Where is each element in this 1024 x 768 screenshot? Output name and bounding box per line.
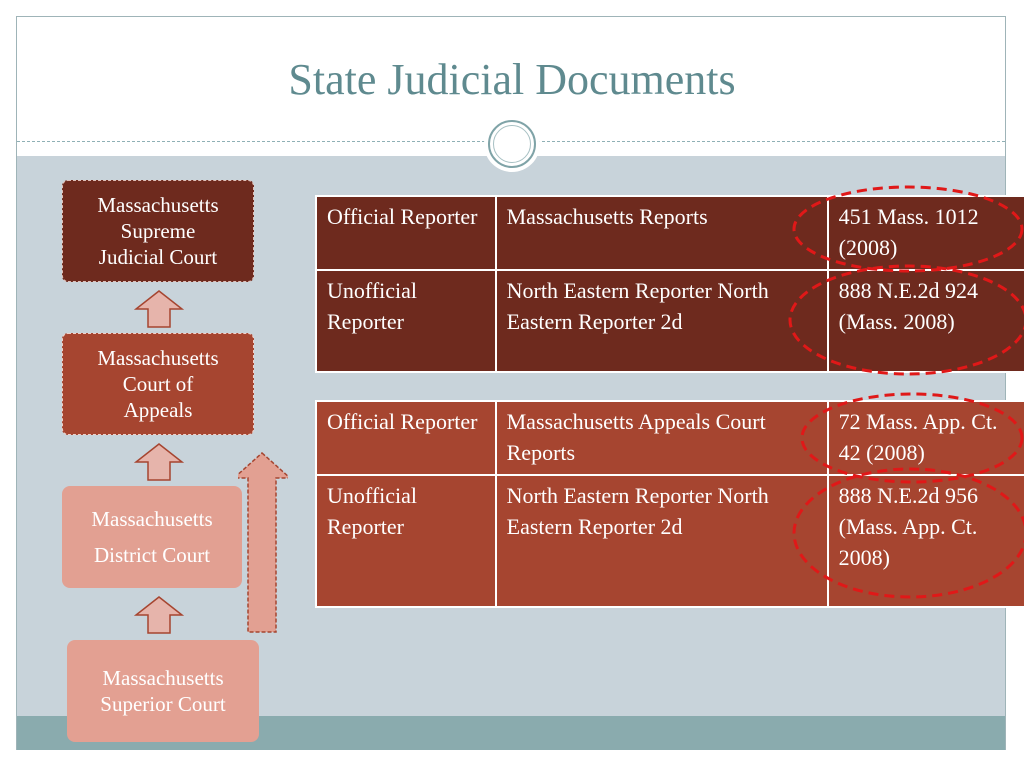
up-arrow-icon (134, 596, 184, 634)
court-supreme-judicial: Massachusetts Supreme Judicial Court (62, 180, 254, 282)
reporter-name-cell: North Eastern Reporter North Eastern Rep… (494, 474, 829, 608)
reporter-type-cell: Official Reporter (315, 400, 497, 476)
court-label-line: District Court (93, 543, 211, 567)
court-label-line: Massachusetts (91, 507, 213, 531)
circle-ornament-icon (484, 116, 540, 172)
up-arrow-icon (134, 443, 184, 481)
court-superior-label: Massachusetts Superior Court (100, 665, 225, 717)
court-label-line: Supreme (120, 219, 196, 243)
reporter-type-cell: Official Reporter (315, 195, 497, 271)
reporter-type-cell: Unofficial Reporter (315, 269, 497, 373)
court-district: Massachusetts District Court (62, 486, 242, 588)
citation-cell: 888 N.E.2d 956 (Mass. App. Ct. 2008) (826, 474, 1024, 608)
court-label-line: Judicial Court (98, 245, 218, 269)
court-label-line: Massachusetts (97, 346, 219, 370)
court-district-label: Massachusetts District Court (91, 501, 212, 573)
table-row: Official Reporter Massachusetts Appeals … (315, 400, 1024, 476)
court-of-appeals-label: Massachusetts Court of Appeals (97, 345, 218, 423)
ornament-inner-ring (493, 125, 531, 163)
ornament-outer-ring (488, 120, 536, 168)
citation-cell: 72 Mass. App. Ct. 42 (2008) (826, 400, 1024, 476)
sjc-reporter-table: Official Reporter Massachusetts Reports … (315, 195, 1024, 373)
reporter-name-cell: Massachusetts Appeals Court Reports (494, 400, 829, 476)
court-label-line: Massachusetts (97, 193, 219, 217)
citation-cell: 451 Mass. 1012 (2008) (826, 195, 1024, 271)
court-supreme-judicial-label: Massachusetts Supreme Judicial Court (97, 192, 218, 270)
reporter-name-cell: North Eastern Reporter North Eastern Rep… (494, 269, 829, 373)
court-of-appeals: Massachusetts Court of Appeals (62, 333, 254, 435)
court-superior: Massachusetts Superior Court (67, 640, 259, 742)
reporter-name-cell: Massachusetts Reports (494, 195, 829, 271)
up-arrow-icon (134, 290, 184, 328)
big-up-arrow-icon (238, 452, 288, 633)
citation-cell: 888 N.E.2d 924 (Mass. 2008) (826, 269, 1024, 373)
table-row: Official Reporter Massachusetts Reports … (315, 195, 1024, 271)
court-label-line: Massachusetts (102, 666, 224, 690)
court-label-line: Appeals (123, 398, 193, 422)
court-label-line: Superior Court (100, 692, 226, 716)
table-row: Unofficial Reporter North Eastern Report… (315, 269, 1024, 373)
appeals-reporter-table: Official Reporter Massachusetts Appeals … (315, 400, 1024, 608)
court-label-line: Court of (122, 372, 194, 396)
table-row: Unofficial Reporter North Eastern Report… (315, 474, 1024, 608)
reporter-type-cell: Unofficial Reporter (315, 474, 497, 608)
slide-title: State Judicial Documents (288, 55, 736, 104)
